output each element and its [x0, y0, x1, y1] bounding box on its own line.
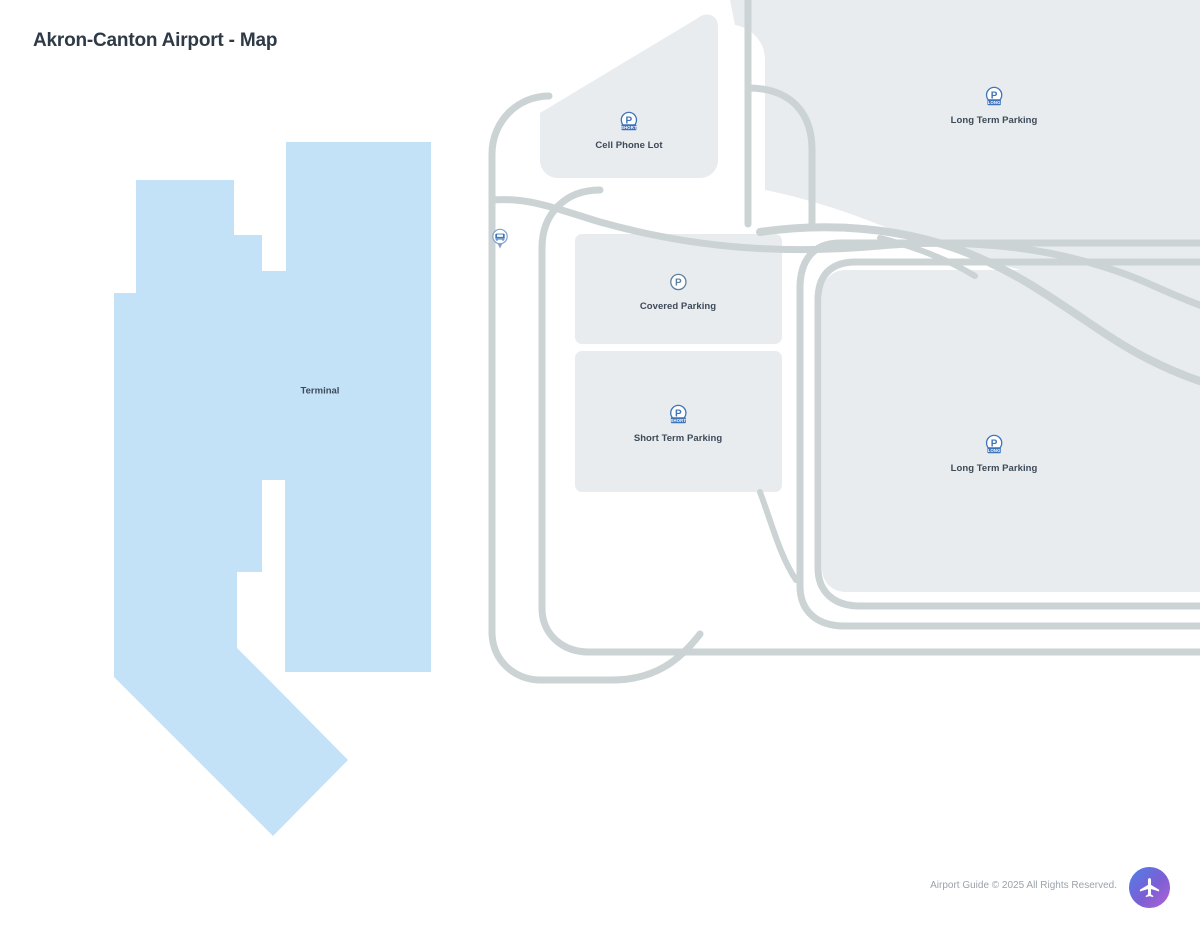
parking-long-icon: P LONG: [951, 86, 1038, 107]
brand-logo-button[interactable]: [1129, 867, 1170, 908]
cell-phone-lot-area[interactable]: [540, 14, 718, 178]
long-term-parking-north-area[interactable]: [722, 0, 1200, 300]
poi-long-term-parking-east[interactable]: P LONG Long Term Parking: [951, 434, 1038, 476]
parking-short-icon: P SHORT: [595, 111, 662, 132]
poi-label: Covered Parking: [639, 301, 717, 312]
airplane-icon: [1138, 876, 1161, 899]
svg-text:P: P: [626, 116, 633, 127]
shuttle-bus-pin-icon[interactable]: [492, 228, 509, 250]
poi-long-term-parking-north[interactable]: P LONG Long Term Parking: [951, 86, 1038, 128]
svg-text:SHORT: SHORT: [670, 418, 686, 423]
svg-text:SHORT: SHORT: [621, 125, 637, 130]
svg-text:LONG: LONG: [988, 448, 1001, 453]
footer-copyright: Airport Guide © 2025 All Rights Reserved…: [930, 880, 1117, 891]
terminal-shape[interactable]: [114, 142, 431, 836]
page-title: Akron-Canton Airport - Map: [33, 30, 278, 51]
road-short-term-spur: [757, 489, 799, 583]
road-east-inner-ring: [814, 258, 1200, 610]
poi-label: Cell Phone Lot: [595, 140, 663, 151]
road-northeast-ramp: [744, 84, 816, 232]
poi-label: Long Term Parking: [950, 115, 1038, 126]
parking-short-icon: P SHORT: [634, 404, 722, 425]
poi-label: Long Term Parking: [950, 463, 1038, 474]
long-term-parking-east-area[interactable]: [822, 270, 1200, 592]
road-outer-west-loop: [488, 92, 704, 684]
poi-label: Short Term Parking: [633, 433, 723, 444]
terminal-label: Terminal: [300, 385, 340, 397]
poi-cell-phone-lot[interactable]: P SHORT Cell Phone Lot: [595, 111, 663, 153]
road-east-ring: [796, 239, 1200, 630]
road-terminal-frontage-loop: [538, 186, 1200, 656]
parking-icon: P: [640, 272, 716, 293]
parking-long-icon: P LONG: [951, 434, 1038, 455]
road-highway-upper: [756, 223, 1200, 386]
road-interchange-merge: [877, 235, 978, 279]
svg-text:P: P: [991, 91, 998, 102]
svg-text:LONG: LONG: [988, 100, 1001, 105]
svg-text:P: P: [675, 409, 682, 420]
poi-covered-parking[interactable]: P Covered Parking: [640, 272, 716, 314]
poi-short-term-parking[interactable]: P SHORT Short Term Parking: [634, 404, 722, 446]
svg-text:P: P: [991, 439, 998, 450]
svg-text:P: P: [675, 278, 682, 289]
